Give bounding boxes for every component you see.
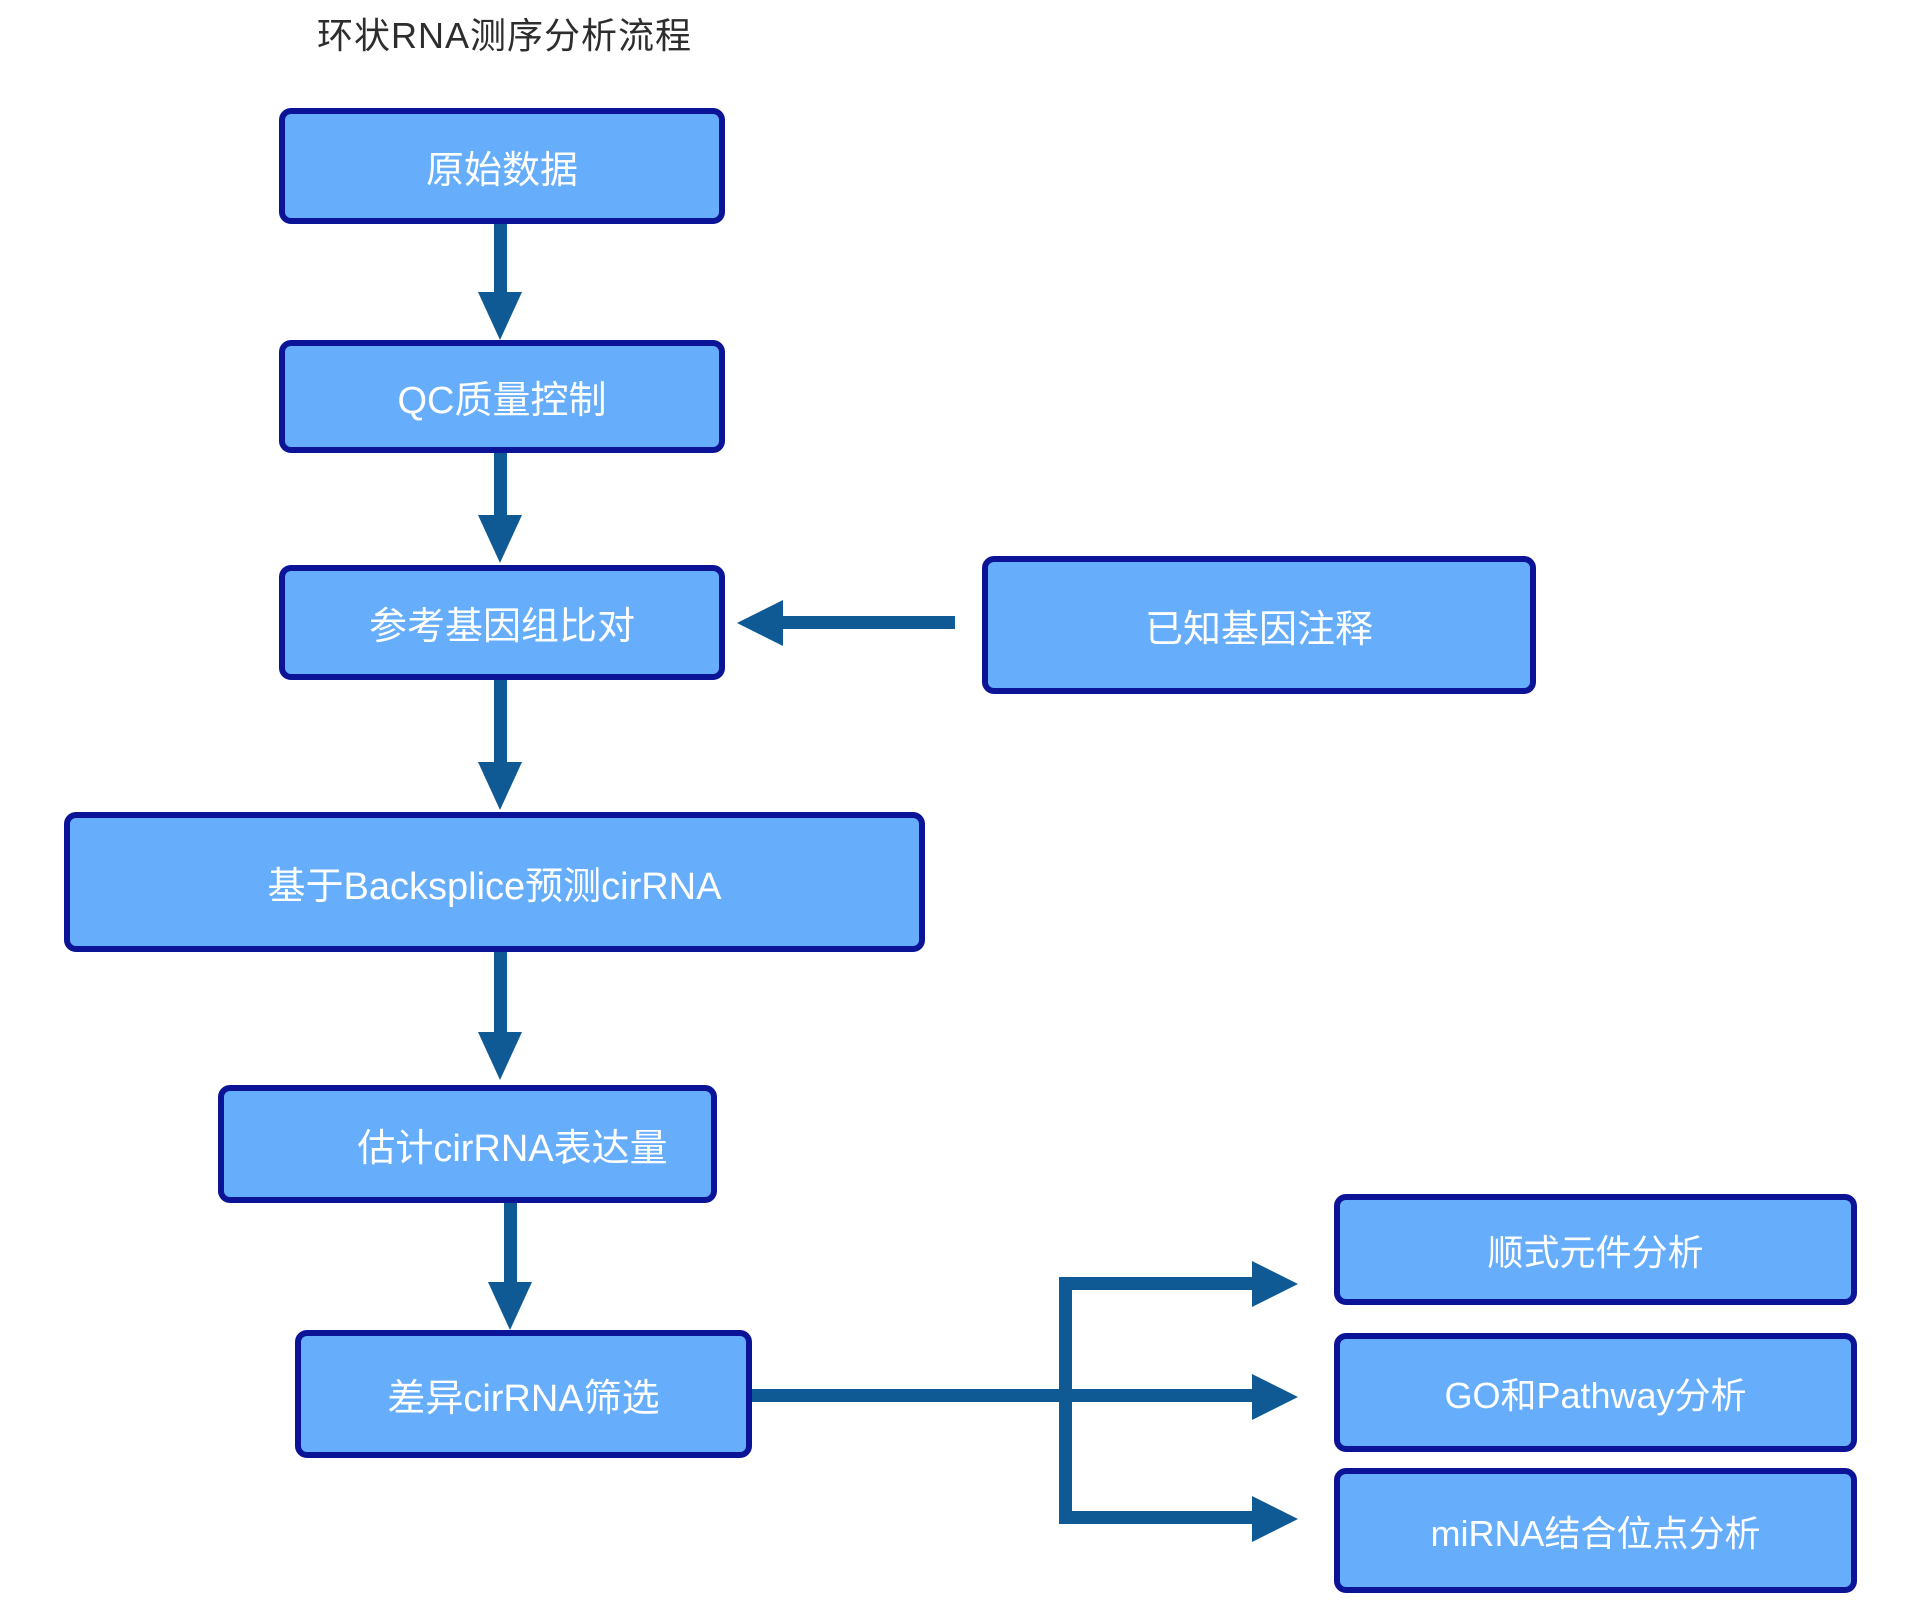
node-expression-estimation: 估计cirRNA表达量	[218, 1085, 717, 1203]
arrow-expression-to-diff-shaft	[504, 1203, 517, 1282]
node-qc-quality-control: QC质量控制	[279, 340, 725, 453]
arrow-qc-to-alignment-shaft	[494, 453, 507, 515]
arrow-annotation-to-alignment-head	[737, 600, 783, 646]
arrow-backsplice-to-expression-head	[478, 1032, 522, 1080]
node-go-pathway-analysis: GO和Pathway分析	[1334, 1333, 1857, 1452]
arrow-raw-to-qc-head	[478, 292, 522, 340]
arrow-backsplice-to-expression-shaft	[494, 952, 507, 1032]
node-known-gene-annotation: 已知基因注释	[982, 556, 1536, 694]
node-mirna-binding-site-analysis: miRNA结合位点分析	[1334, 1468, 1857, 1593]
arrow-alignment-to-backsplice-head	[478, 762, 522, 810]
arrow-diff-to-cis-head	[1252, 1261, 1298, 1307]
arrow-raw-to-qc-shaft	[494, 224, 507, 292]
arrow-diff-to-mirna-head	[1252, 1496, 1298, 1542]
branch-trunk-line	[1059, 1277, 1072, 1524]
arrow-alignment-to-backsplice-shaft	[494, 680, 507, 762]
node-cis-element-analysis: 顺式元件分析	[1334, 1194, 1857, 1305]
node-reference-alignment: 参考基因组比对	[279, 565, 725, 680]
diagram-title: 环状RNA测序分析流程	[317, 15, 693, 56]
branch-bottom-line	[1059, 1511, 1252, 1524]
arrow-qc-to-alignment-head	[478, 515, 522, 563]
node-backsplice-prediction: 基于Backsplice预测cirRNA	[64, 812, 925, 952]
arrow-diff-to-go-head	[1252, 1374, 1298, 1420]
branch-main-line	[752, 1389, 1252, 1402]
node-differential-screening: 差异cirRNA筛选	[295, 1330, 752, 1458]
node-raw-data: 原始数据	[279, 108, 725, 224]
branch-top-line	[1059, 1277, 1252, 1290]
arrow-expression-to-diff-head	[488, 1282, 532, 1330]
arrow-annotation-to-alignment-shaft	[783, 616, 955, 629]
